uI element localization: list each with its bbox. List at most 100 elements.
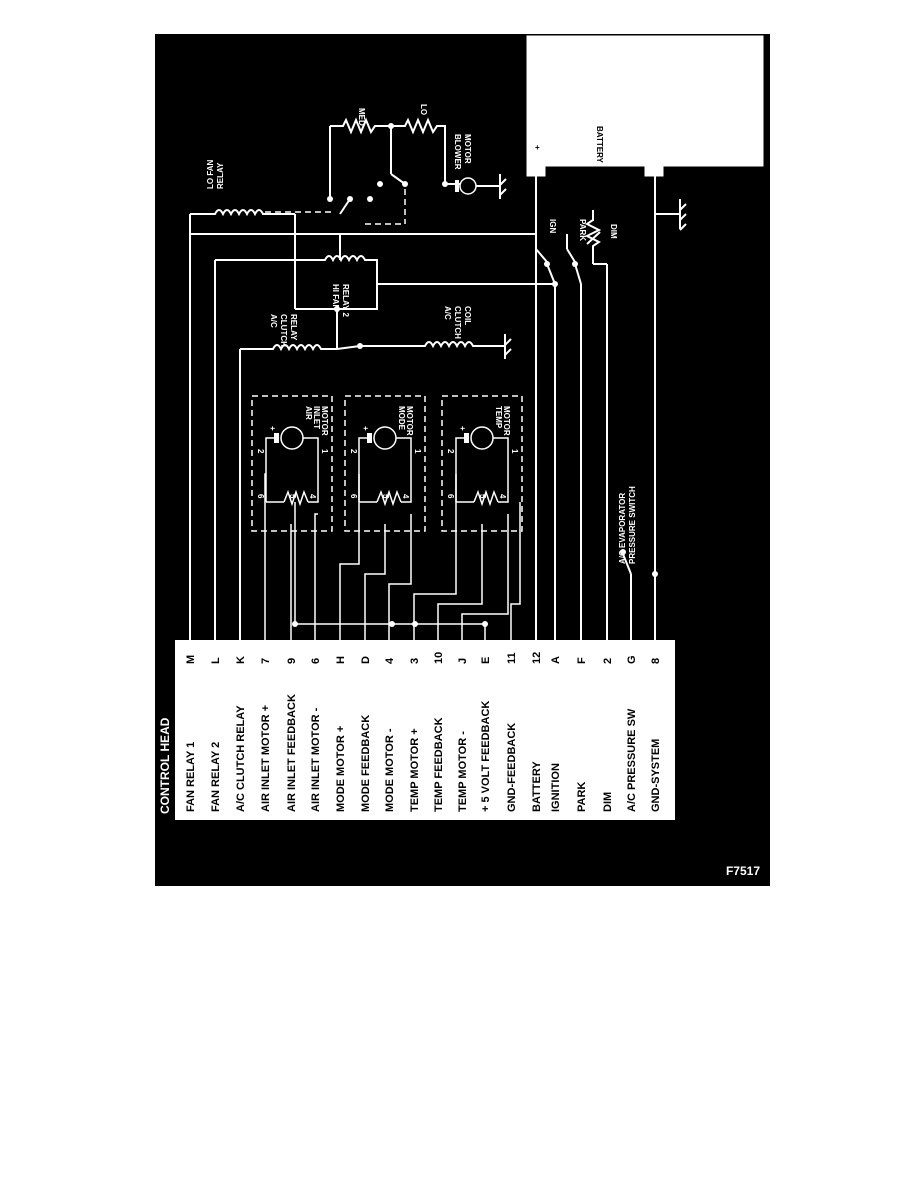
battery: BATTERY + — [526, 35, 764, 177]
harness-splice — [412, 621, 418, 627]
ign-park-dim-switches: IGN PARK DIM — [535, 210, 618, 640]
control-head-pin-code: M — [185, 655, 197, 664]
figure-id: F7517 — [725, 864, 760, 878]
temp-motor-label: MOTOR — [502, 406, 511, 436]
mode-motor-lead-plus — [358, 437, 367, 474]
battery-post-negative — [644, 161, 664, 177]
air-inlet-motor-brush — [274, 433, 279, 443]
harness-wire — [461, 514, 509, 640]
air-inlet-motor-lead-plus — [265, 437, 274, 474]
ac-evaporator-pressure-switch: A/C EVAPORATOR PRESSURE SWITCH — [618, 486, 658, 640]
temp-motor-terminal-label: 5 — [478, 494, 487, 499]
control-head-pin-code: H — [335, 656, 347, 664]
control-head-pin-label: AIR INLET MOTOR - — [310, 707, 322, 812]
control-head-pin-label: FAN RELAY 2 — [210, 742, 222, 812]
dim-rheostat — [584, 214, 602, 264]
actuator-harness — [264, 473, 521, 640]
lo-fan-relay-label-2: RELAY — [216, 162, 225, 189]
ac-pressure-blade — [622, 553, 632, 575]
control-head-pin-label: MODE MOTOR - — [384, 728, 396, 812]
control-head-pin-label: AIR INLET FEEDBACK — [286, 694, 298, 812]
control-head-pin-label: TEMP MOTOR + — [409, 728, 421, 812]
mode-motor-pot-leads — [359, 474, 412, 503]
air-inlet-motor-terminal-label: 1 — [320, 449, 329, 454]
ac-clutch-relay-coil — [240, 344, 337, 352]
control-head-pin-label: + 5 VOLT FEEDBACK — [480, 701, 492, 812]
ac-pressure-contact-2 — [652, 571, 658, 577]
switch-contact-c — [327, 196, 333, 202]
temp-motor-feedback-pot — [455, 474, 499, 507]
mode-motor-terminal-label: 4 — [401, 494, 410, 499]
temp-motor-lead-plus — [455, 437, 464, 474]
control-head-pin-code: L — [210, 657, 222, 664]
mode-motor-feedback-pot — [358, 474, 402, 507]
hi-fan-relay-label-2: RELAY 2 — [341, 284, 350, 317]
battery-ground-icon — [679, 199, 687, 231]
air-inlet-motor-icon — [280, 426, 304, 450]
harness-wire — [264, 473, 266, 640]
ac-clutch-coil-label-3: COIL — [463, 306, 472, 325]
ign-label: IGN — [548, 219, 557, 233]
ac-evap-label-2: PRESSURE SWITCH — [628, 486, 637, 564]
control-head-pin-code: F — [576, 657, 588, 664]
control-head-pin-code: G — [626, 655, 638, 664]
harness-wire — [413, 474, 457, 640]
control-head-pin-code: 7 — [260, 658, 272, 664]
ac-relay-blade — [336, 345, 361, 350]
control-head-pin-label: A/C PRESSURE SW — [626, 708, 638, 812]
air-inlet-motor-lead-minus — [303, 437, 319, 474]
mode-motor-terminal-label: + — [361, 426, 370, 431]
ac-clutch-coil-label-1: A/C — [443, 306, 452, 320]
control-head-pin-code: 12 — [531, 652, 543, 664]
control-head-pin-code: 11 — [506, 652, 518, 664]
harness-wire — [314, 513, 318, 640]
control-head-pin-code: E — [480, 657, 492, 664]
hi-fan-relay: HI FAN RELAY 2 — [214, 234, 558, 640]
resistor-med — [330, 117, 391, 135]
battery-wiring — [190, 176, 687, 634]
harness-splice — [292, 621, 298, 627]
control-head-pin-code: K — [235, 656, 247, 664]
switch-contact-e — [367, 196, 373, 202]
control-head-pin-code: A — [550, 656, 562, 664]
control-head-pin-code: 10 — [433, 652, 445, 664]
control-head-pin-code: J — [457, 658, 469, 664]
hi-fan-relay-label-1: HI FAN — [331, 284, 340, 310]
ign-switch-blade — [535, 248, 548, 263]
temp-motor-pot-leads — [456, 474, 509, 503]
blower-motor-label-1: BLOWER — [453, 134, 462, 170]
air-inlet-motor-terminal-label: 2 — [256, 449, 265, 454]
dim-label: DIM — [609, 224, 618, 239]
control-head-title: CONTROL HEAD — [158, 717, 172, 814]
ac-clutch-circuit: A/C CLUTCH RELAY A/C CLUTCH COIL — [239, 306, 512, 640]
control-head-pin-label: GND-SYSTEM — [650, 739, 662, 812]
blower-junction — [442, 181, 448, 187]
ac-pressure-contact — [620, 549, 626, 555]
hi-fan-relay-coil — [295, 255, 378, 310]
control-head-pin-code: 9 — [286, 658, 298, 664]
ac-clutch-relay-label-3: RELAY — [289, 314, 298, 341]
air-inlet-motor-terminal-label: + — [268, 426, 277, 431]
mode-motor-label: MOTOR — [405, 406, 414, 436]
control-head-body — [175, 640, 675, 820]
temp-motor-terminal-label: 6 — [446, 494, 455, 499]
control-head-pin-label: BATTERY — [531, 761, 543, 812]
control-head-pin-label: TEMP FEEDBACK — [433, 717, 445, 812]
temp-motor-terminal-label: 2 — [446, 449, 455, 454]
temp-motor-lead-minus — [493, 437, 509, 474]
mode-motor-icon — [373, 426, 397, 450]
air-inlet-motor-housing — [251, 395, 333, 532]
blower-motor-brush — [455, 180, 459, 192]
control-head-pin-code: 6 — [310, 658, 322, 664]
resistor-lo-label: LO — [419, 104, 428, 115]
control-head-pin-code: D — [360, 656, 372, 664]
ac-clutch-ground-icon — [504, 334, 512, 359]
resistor-med-label: MED — [357, 108, 366, 126]
switch-contact-a — [377, 181, 383, 187]
